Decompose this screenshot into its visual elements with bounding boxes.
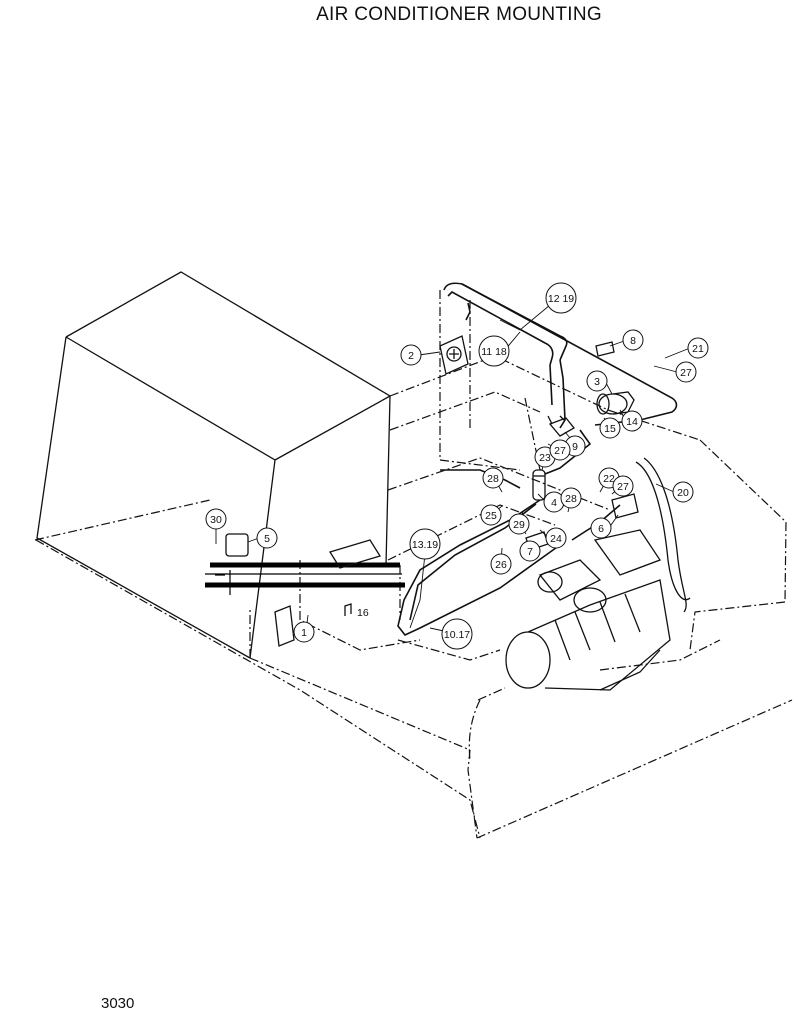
callout-28a: 28 (482, 467, 504, 489)
callout-5: 5 (256, 527, 278, 549)
callout-26: 26 (490, 553, 512, 575)
svg-text:27: 27 (617, 481, 629, 493)
svg-text:6: 6 (598, 523, 604, 535)
svg-text:20: 20 (677, 487, 689, 499)
svg-text:29: 29 (513, 519, 525, 531)
svg-text:10.17: 10.17 (444, 629, 470, 641)
svg-text:28: 28 (487, 473, 499, 485)
svg-text:27: 27 (680, 367, 692, 379)
engine (505, 529, 671, 691)
page-number: 3030 (101, 995, 135, 1012)
svg-text:22: 22 (603, 473, 615, 485)
callout-3: 3 (586, 370, 608, 392)
callout-6: 6 (590, 517, 612, 539)
cab-filter (274, 539, 382, 647)
svg-text:8: 8 (630, 335, 636, 347)
svg-text:14: 14 (626, 416, 638, 428)
condenser-unit (439, 335, 469, 375)
svg-text:9: 9 (572, 441, 578, 453)
callout-1: 1 (293, 621, 315, 643)
callout-28b: 28 (560, 487, 582, 509)
pressure-switch (595, 341, 615, 357)
cab-outline (36, 271, 391, 659)
callout-20: 20 (672, 481, 694, 503)
svg-text:21: 21 (692, 343, 704, 355)
receiver-drier (532, 469, 546, 501)
svg-text:30: 30 (210, 514, 222, 526)
svg-text:4: 4 (551, 497, 557, 509)
compressor (596, 391, 635, 415)
svg-text:28: 28 (565, 493, 577, 505)
callout-10-17: 10.17 (441, 618, 473, 650)
callout-12-19: 12 19 (545, 282, 577, 314)
callout-2: 2 (400, 344, 422, 366)
drive-belt (635, 457, 691, 613)
page-title: AIR CONDITIONER MOUNTING (316, 4, 602, 25)
callout-25: 25 (480, 504, 502, 526)
svg-text:26: 26 (495, 559, 507, 571)
callout-13-19: 13.19 (409, 528, 441, 560)
callout-24: 24 (545, 527, 567, 549)
svg-text:13.19: 13.19 (412, 539, 438, 551)
callout-11-18: 11 18 (478, 335, 510, 367)
compressor-bracket (611, 493, 639, 519)
svg-text:12 19: 12 19 (548, 293, 574, 305)
svg-text:5: 5 (264, 533, 270, 545)
callout-29: 29 (508, 513, 530, 535)
valve-block (547, 415, 575, 437)
svg-text:7: 7 (527, 546, 533, 558)
callout-4: 4 (543, 491, 565, 513)
svg-text:24: 24 (550, 533, 562, 545)
svg-text:3: 3 (594, 376, 600, 388)
relay (225, 533, 249, 557)
svg-text:2: 2 (408, 350, 414, 362)
callout-30: 30 (205, 508, 227, 530)
callout-27a: 27 (675, 361, 697, 383)
loose-label-16: 16 (344, 603, 369, 619)
callout-15: 15 (599, 417, 621, 439)
svg-text:25: 25 (485, 510, 497, 522)
svg-text:16: 16 (357, 607, 369, 619)
callout-7: 7 (519, 540, 541, 562)
callout-14: 14 (621, 410, 643, 432)
svg-text:1: 1 (301, 627, 307, 639)
svg-text:23: 23 (539, 452, 551, 464)
counterweight-plate (205, 562, 405, 595)
callout-27c: 27 (612, 475, 634, 497)
svg-text:15: 15 (604, 423, 616, 435)
svg-text:11 18: 11 18 (481, 346, 507, 358)
callout-27b: 27 (549, 439, 571, 461)
callout-8: 8 (622, 329, 644, 351)
svg-text:27: 27 (554, 445, 566, 457)
callout-21: 21 (687, 337, 709, 359)
